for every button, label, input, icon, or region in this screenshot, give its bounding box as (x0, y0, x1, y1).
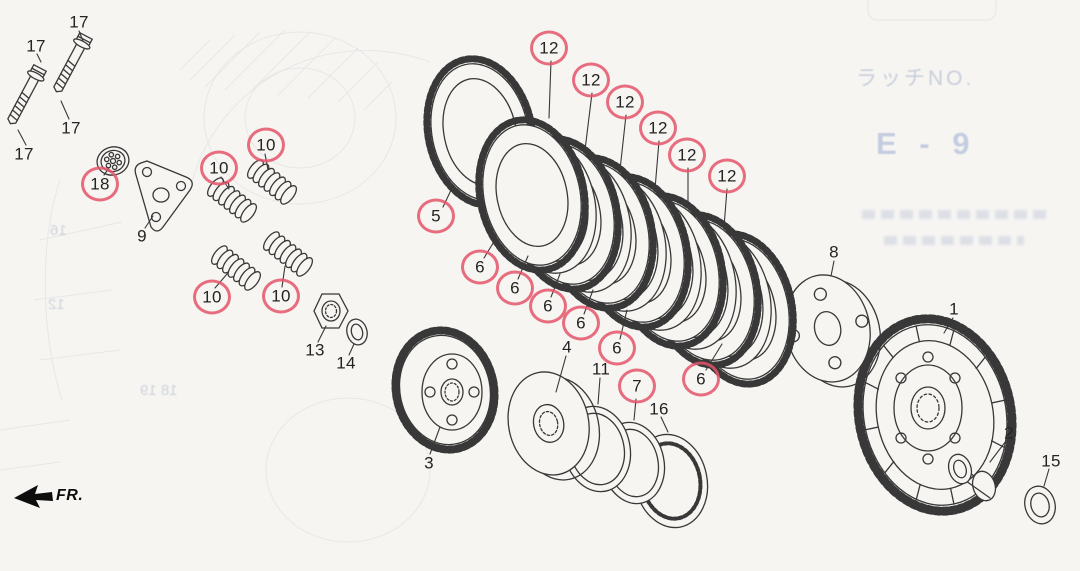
callout-17: 17 (61, 118, 81, 138)
callout-10: 10 (247, 127, 285, 163)
lifter-plate-art (134, 160, 193, 232)
disc-4-art (507, 371, 601, 481)
bleedthrough-number: 16 (50, 222, 67, 239)
disc-stack-art (475, 116, 797, 388)
bleedthrough-art (0, 0, 997, 543)
bolt-art (53, 31, 94, 93)
callout-14: 14 (336, 353, 356, 373)
callout-12: 12 (639, 110, 677, 146)
bleedthrough-section-code: E - 9 (876, 126, 977, 161)
callout-4: 4 (562, 337, 572, 357)
pressure-plate-art (784, 274, 882, 388)
callout-10: 10 (262, 278, 300, 314)
bleedthrough-number: 12 (48, 296, 65, 313)
callout-6: 6 (496, 270, 534, 306)
callout-12: 12 (572, 62, 610, 98)
callout-12: 12 (606, 84, 644, 120)
callout-16: 16 (649, 399, 669, 419)
callout-1: 1 (949, 299, 959, 319)
bleedthrough-text-line (884, 236, 1024, 245)
bleedthrough-number: 18 19 (140, 382, 178, 399)
callout-6: 6 (529, 288, 567, 324)
spring-art (262, 231, 314, 277)
callout-6: 6 (562, 305, 600, 341)
collar-art (947, 453, 997, 502)
callout-11: 11 (591, 359, 611, 379)
clutch-center-art (391, 326, 499, 454)
callout-7: 7 (618, 368, 656, 404)
callout-17: 17 (14, 144, 34, 164)
callout-17: 17 (26, 36, 46, 56)
callout-6: 6 (461, 249, 499, 285)
bleedthrough-header-text: ラッチNO. (856, 67, 975, 90)
callout-15: 15 (1041, 451, 1061, 471)
callout-8: 8 (829, 242, 839, 262)
spring-art (210, 245, 262, 291)
nut-art (313, 293, 349, 329)
spring-art (246, 159, 298, 205)
washer-14-art (346, 318, 368, 346)
washer-15-art (1024, 485, 1056, 525)
fr-arrow-icon (14, 485, 53, 508)
bleedthrough-text-line (862, 210, 1052, 219)
fr-direction: FR. (12, 482, 83, 510)
callout-6: 6 (682, 361, 720, 397)
fr-label: FR. (56, 487, 84, 504)
callout-10: 10 (193, 279, 231, 315)
callout-12: 12 (530, 30, 568, 66)
callout-6: 6 (598, 330, 636, 366)
callout-9: 9 (137, 226, 147, 246)
callout-10: 10 (200, 150, 238, 186)
callout-13: 13 (305, 340, 325, 360)
callout-12: 12 (708, 158, 746, 194)
callout-17: 17 (69, 12, 89, 32)
clutch-outer-art (853, 314, 1017, 516)
callout-5: 5 (417, 198, 455, 234)
callout-18: 18 (81, 166, 119, 202)
bolt-art (7, 63, 48, 125)
callout-3: 3 (424, 453, 434, 473)
callout-2: 2 (1004, 423, 1014, 443)
callout-12: 12 (668, 137, 706, 173)
